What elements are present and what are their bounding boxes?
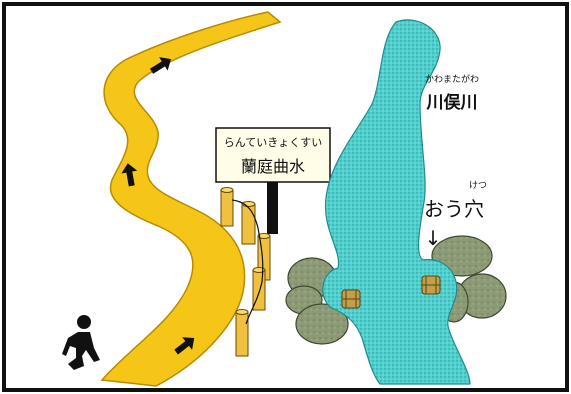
signpost-pole [267, 152, 278, 234]
wooden-post [241, 203, 256, 245]
signpost [215, 127, 331, 234]
boulder [295, 303, 349, 345]
sign-name: 蘭庭曲水 [241, 157, 305, 176]
pothole-arrow: ↓ [425, 226, 442, 250]
sign-reading: らんていきょくすい [224, 136, 322, 149]
signboard [215, 127, 331, 183]
direction-arrow-icon [174, 337, 195, 355]
pothole-reading: けつ [469, 180, 487, 191]
river-name: 川俣川 [426, 92, 478, 113]
pothole-left [341, 289, 361, 309]
wooden-post [235, 311, 249, 357]
winding-stream [100, 11, 282, 387]
direction-arrow-icon [149, 57, 172, 74]
rope-line [231, 199, 264, 325]
river-reading: かわまたがわ [425, 73, 479, 85]
direction-arrow-icon [121, 163, 138, 187]
pothole-name: おう穴 [424, 197, 484, 221]
pothole-right [421, 275, 441, 295]
wooden-post [220, 189, 234, 227]
walking-person-icon [62, 315, 100, 370]
